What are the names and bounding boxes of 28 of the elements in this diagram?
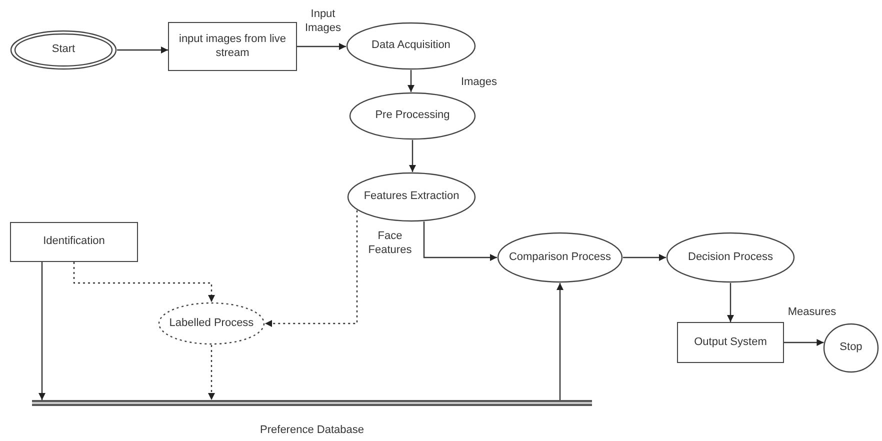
process-box — [168, 22, 297, 71]
dashed-arrow — [208, 345, 215, 400]
node-label: Output System — [693, 336, 768, 350]
arrow — [408, 70, 414, 92]
dashed-arrow — [73, 262, 215, 302]
arrow — [784, 339, 824, 346]
node-label: Start — [50, 43, 76, 57]
arrow — [727, 283, 734, 322]
dashed-arrow — [265, 210, 358, 327]
arrow — [423, 222, 497, 261]
node-label: Labelled Process — [168, 316, 255, 330]
process-box — [10, 222, 138, 262]
arrow — [38, 262, 46, 400]
node-label: Features Extraction — [362, 190, 460, 204]
arrow — [623, 254, 666, 261]
arrow — [117, 46, 168, 54]
node-label: Preference Database — [259, 424, 365, 438]
node-label: Decision Process — [687, 250, 774, 264]
node-label: Pre Processing — [374, 109, 451, 123]
node-label: Comparison Process — [508, 250, 612, 264]
arrow — [556, 283, 564, 400]
node-label: input images from live stream — [178, 32, 287, 60]
arrow — [297, 43, 346, 50]
process-box — [677, 322, 784, 363]
node-label: Data Acquisition — [370, 39, 452, 53]
node-label: Stop — [838, 341, 864, 355]
arrow — [409, 140, 416, 172]
node-label: Identification — [42, 235, 106, 249]
